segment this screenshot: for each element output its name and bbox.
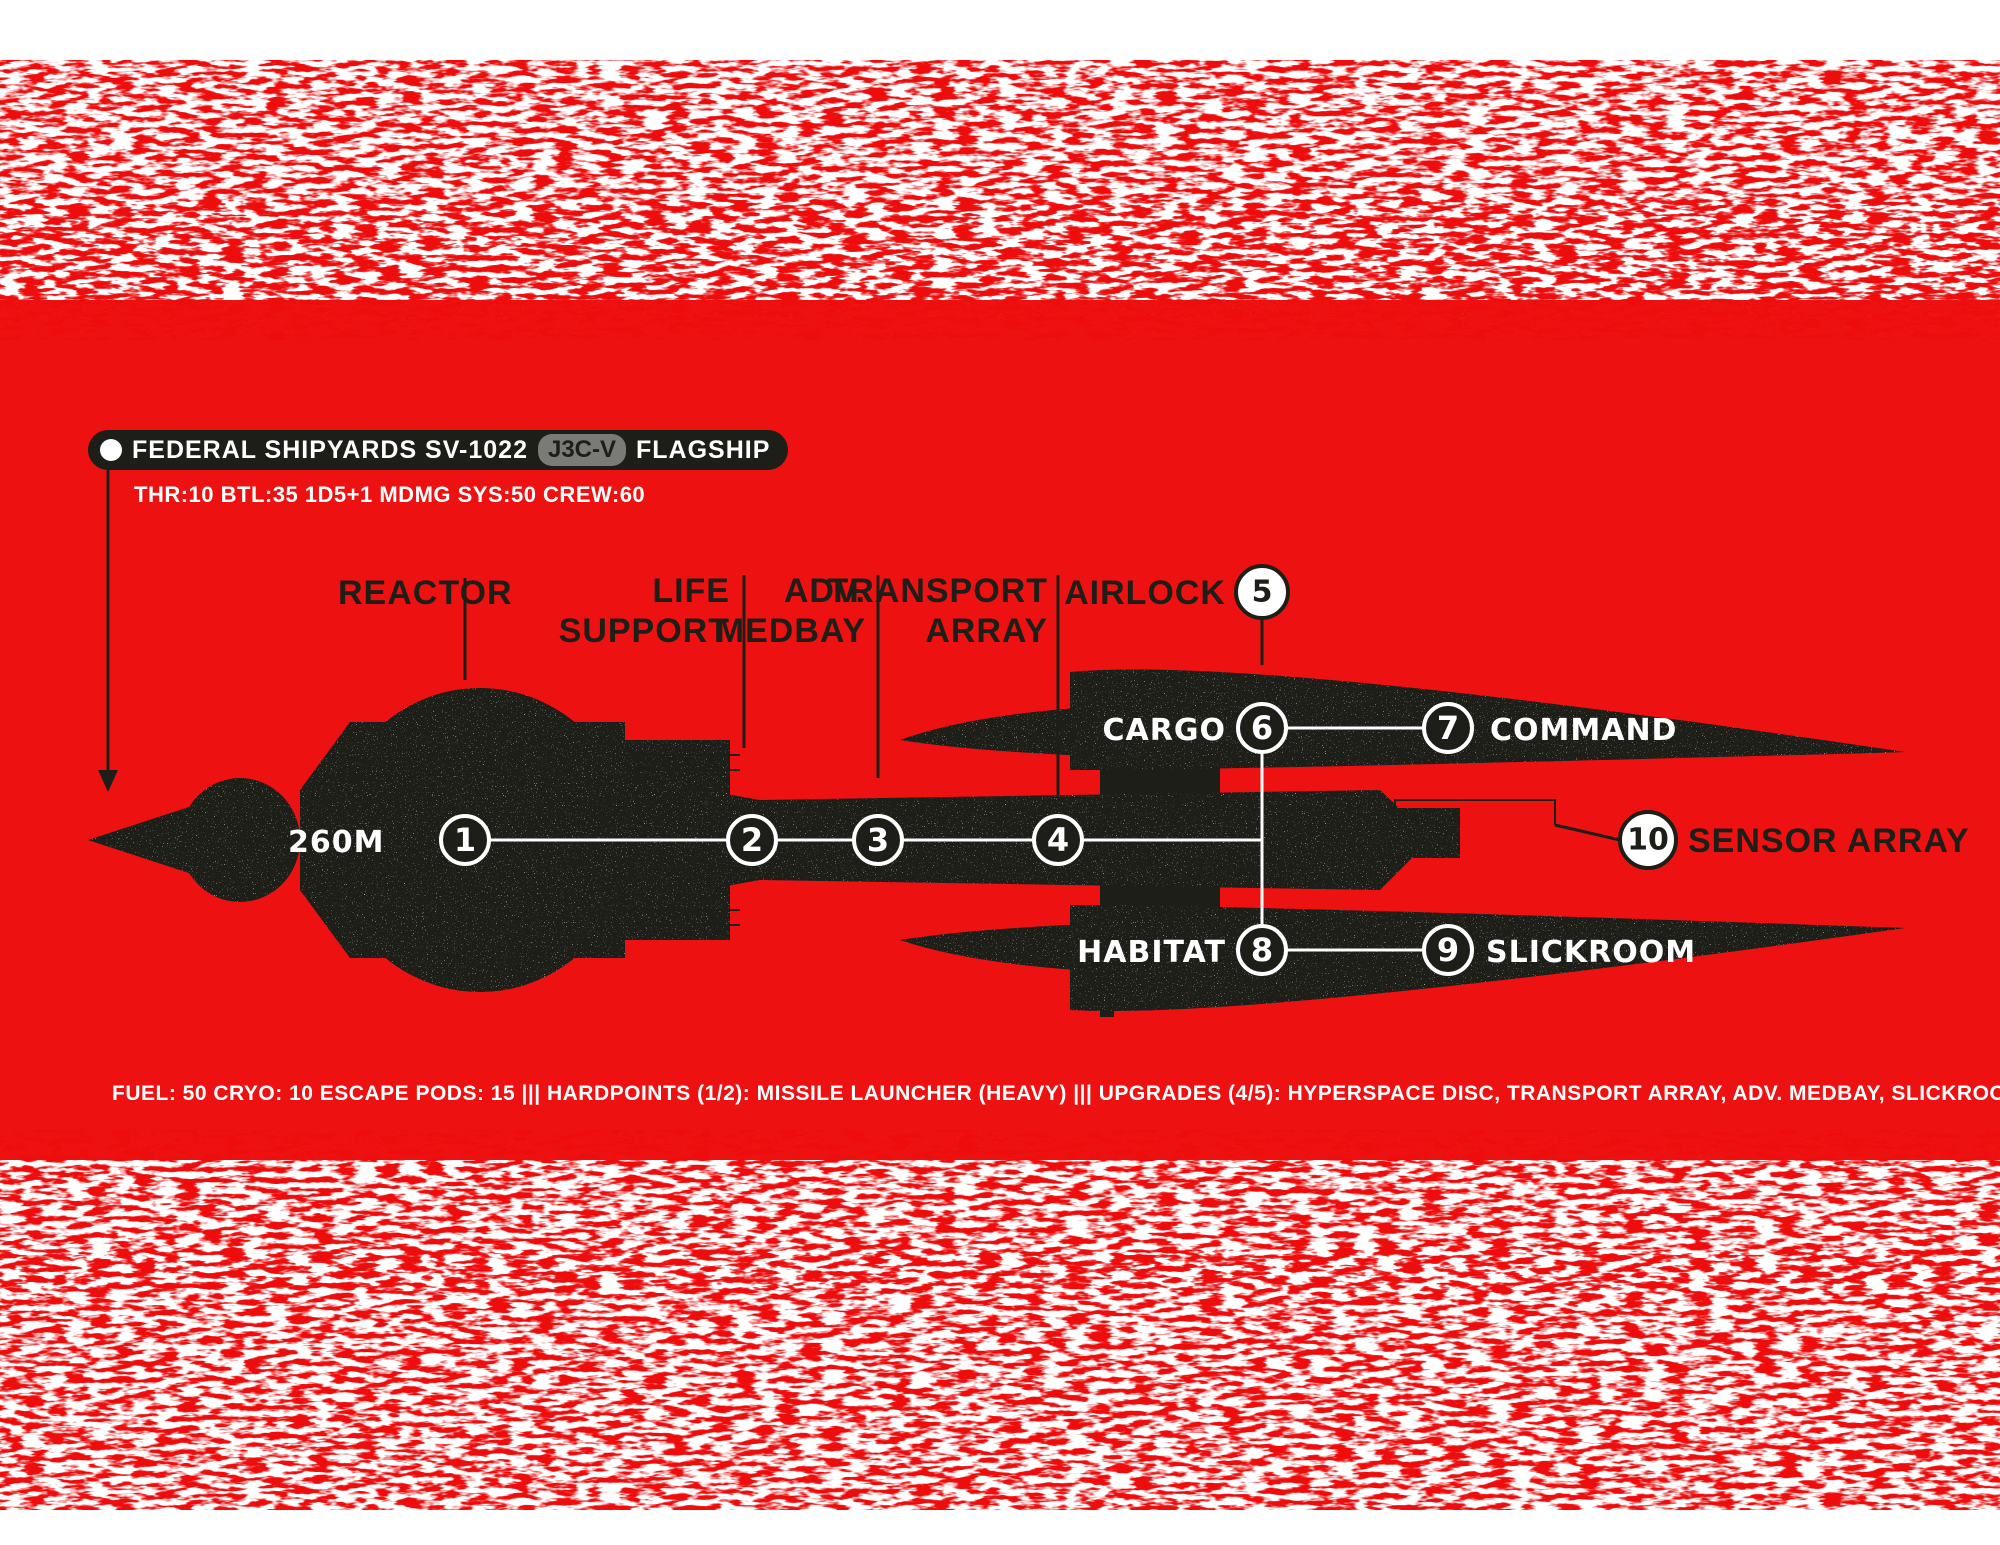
label-reactor: REACTOR xyxy=(338,574,513,612)
label-life-support-line1: LIFE xyxy=(652,572,730,610)
room-marker-2: 2 xyxy=(726,814,778,866)
room-marker-6: 6 xyxy=(1236,702,1288,754)
room-marker-1: 1 xyxy=(439,814,491,866)
label-life-support-line2: SUPPORT xyxy=(559,612,730,650)
label-cargo: CARGO xyxy=(1103,713,1226,748)
label-airlock: AIRLOCK xyxy=(1064,574,1226,612)
ship-role: FLAGSHIP xyxy=(636,435,771,464)
svg-text:7: 7 xyxy=(1437,709,1459,747)
sensor-leader xyxy=(1554,823,1621,842)
room-marker-7: 7 xyxy=(1422,702,1474,754)
truss-structure xyxy=(620,754,1556,926)
ship-title: FEDERAL SHIPYARDS SV-1022 xyxy=(132,435,528,464)
svg-text:10: 10 xyxy=(1627,823,1669,858)
svg-text:9: 9 xyxy=(1437,931,1459,969)
label-transport-line2: ARRAY xyxy=(925,612,1048,650)
label-slickroom: SLICKROOM xyxy=(1486,935,1696,970)
label-sensor-array: SENSOR ARRAY xyxy=(1688,822,1970,860)
svg-text:2: 2 xyxy=(741,821,763,859)
ship-length-label: 260M xyxy=(288,825,384,860)
room-marker-4: 4 xyxy=(1032,814,1084,866)
svg-text:6: 6 xyxy=(1251,709,1273,747)
ship-stats: THR:10 BTL:35 1D5+1 MDMG SYS:50 CREW:60 xyxy=(134,482,646,507)
svg-text:5: 5 xyxy=(1252,575,1273,610)
label-command: COMMAND xyxy=(1490,713,1677,748)
leader-lines xyxy=(98,470,1264,795)
svg-text:1: 1 xyxy=(454,821,476,859)
ship-class-badge: J3C-V xyxy=(537,434,627,466)
room-marker-8: 8 xyxy=(1236,924,1288,976)
bullet-icon xyxy=(100,439,122,461)
room-marker-5: 5 xyxy=(1234,564,1290,620)
room-marker-3: 3 xyxy=(852,814,904,866)
ship-loadout: FUEL: 50 CRYO: 10 ESCAPE PODS: 15 ||| HA… xyxy=(112,1082,2000,1105)
svg-text:8: 8 xyxy=(1251,931,1273,969)
ship-title-bar: FEDERAL SHIPYARDS SV-1022 J3C-V FLAGSHIP xyxy=(88,430,789,470)
label-habitat: HABITAT xyxy=(1077,935,1226,970)
label-medbay-line2: MEDBAY xyxy=(716,612,866,650)
label-transport-line1: TRANSPORT xyxy=(827,572,1048,610)
room-marker-10: 10 xyxy=(1618,810,1678,870)
label-medbay-line1: ADV. xyxy=(784,572,866,610)
svg-text:3: 3 xyxy=(867,821,889,859)
svg-text:4: 4 xyxy=(1047,821,1069,859)
room-marker-9: 9 xyxy=(1422,924,1474,976)
